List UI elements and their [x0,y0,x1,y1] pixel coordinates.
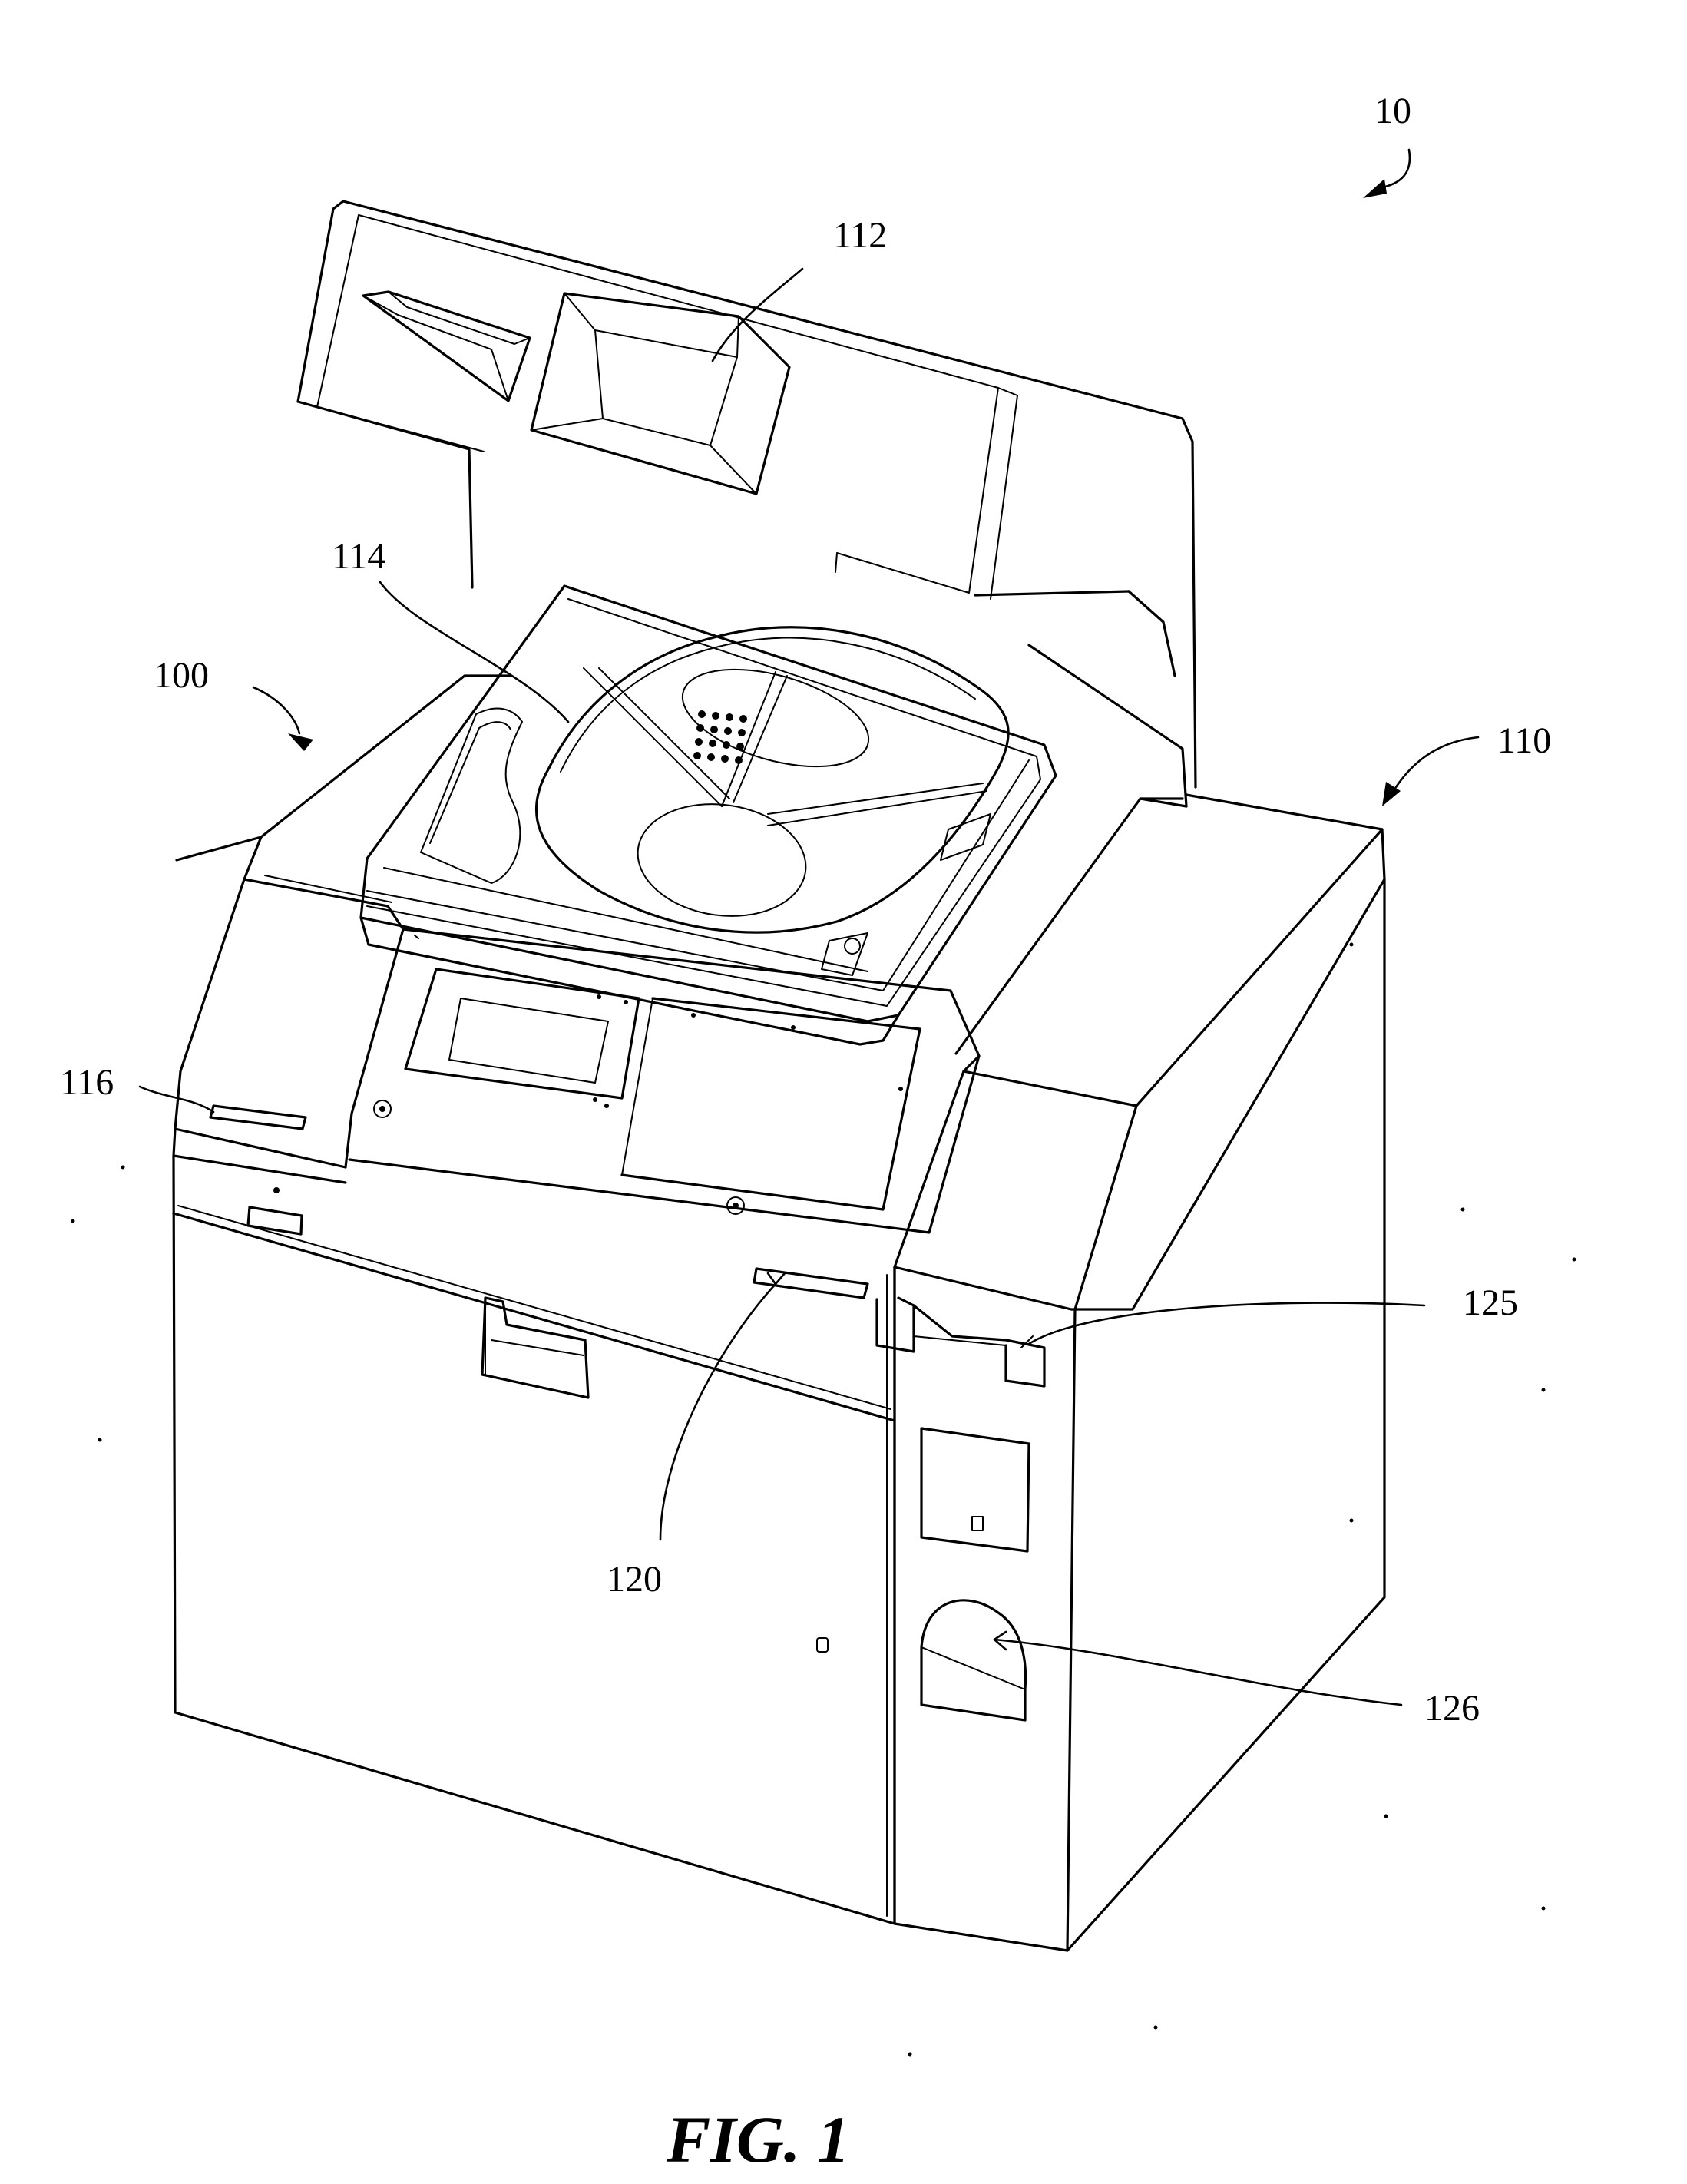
ref-label-126: 126 [1424,1688,1480,1729]
coin-tray [361,586,1056,1044]
main-display-screen [531,293,789,494]
coin-sorting-disc [536,627,1008,975]
ref-label-110: 110 [1497,720,1551,761]
ref-label-120: 120 [607,1559,662,1600]
figure-caption: FIG. 1 [666,2103,850,2176]
small-display-window [363,292,530,401]
scan-specks [71,943,1576,2057]
ref-label-125: 125 [1463,1282,1518,1323]
display-panel [298,201,1196,787]
ref-label-100: 100 [154,655,209,696]
lower-cabinet [174,1156,895,1924]
ref-label-114: 114 [332,536,385,577]
ref-label-10: 10 [1374,91,1411,131]
right-tower [877,799,1384,1951]
left-upper-module [174,837,403,1183]
top-deck [177,645,1382,860]
ref-label-116: 116 [60,1062,114,1103]
control-panel [349,929,979,1233]
ref-label-112: 112 [833,215,887,256]
